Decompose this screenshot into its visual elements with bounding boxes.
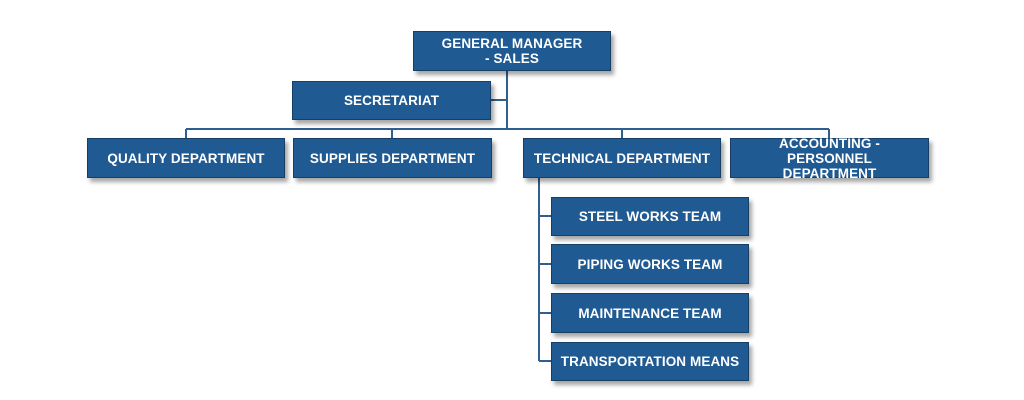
piping-works-team-label: PIPING WORKS TEAM [577, 256, 723, 272]
quality-department-label: QUALITY DEPARTMENT [107, 150, 265, 166]
accounting-personnel-department-label: ACCOUNTING - PERSONNEL DEPARTMENT [779, 135, 880, 181]
quality-department-box: QUALITY DEPARTMENT [87, 138, 285, 178]
transportation-means-box: TRANSPORTATION MEANS [551, 342, 749, 381]
secretariat-box: SECRETARIAT [292, 81, 491, 120]
supplies-department-label: SUPPLIES DEPARTMENT [309, 150, 476, 166]
technical-department-label: TECHNICAL DEPARTMENT [533, 150, 711, 166]
technical-department-box: TECHNICAL DEPARTMENT [523, 138, 721, 178]
maintenance-team-label: MAINTENANCE TEAM [578, 305, 722, 321]
secretariat-label: SECRETARIAT [343, 93, 440, 108]
steel-works-team-box: STEEL WORKS TEAM [551, 197, 749, 236]
maintenance-team-box: MAINTENANCE TEAM [551, 293, 749, 333]
supplies-department-box: SUPPLIES DEPARTMENT [293, 138, 492, 178]
transportation-means-label: TRANSPORTATION MEANS [560, 354, 740, 369]
general-manager-box: GENERAL MANAGER - SALES [413, 31, 611, 71]
piping-works-team-box: PIPING WORKS TEAM [551, 244, 749, 284]
general-manager-label: GENERAL MANAGER - SALES [441, 36, 583, 66]
steel-works-team-label: STEEL WORKS TEAM [578, 209, 722, 224]
accounting-personnel-department-box: ACCOUNTING - PERSONNEL DEPARTMENT [730, 135, 929, 181]
